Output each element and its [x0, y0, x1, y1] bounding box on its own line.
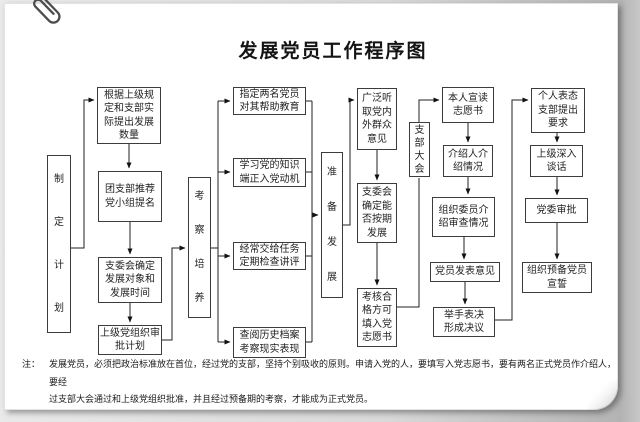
box-oath-ceremony: 组织预备党员 宣誓 [522, 262, 592, 293]
box-committee-set-targets: 支委会确定 发展对象和 发展时间 [98, 257, 162, 303]
box-assign-tasks-review: 经常交给任务 定期检查讲评 [233, 242, 306, 270]
box-league-recommend: 团支部推荐 党小组提名 [98, 171, 162, 222]
box-party-committee-approve: 党委审批 [525, 198, 588, 223]
box-higher-level-talk: 上级深入 谈话 [530, 145, 583, 177]
footnote-text: 发展党员，必须把政治标准放在首位，经过党的支部，坚持个别吸收的原则。申请入党的人… [49, 359, 617, 404]
footnote: 注： 发展党员，必须把政治标准放在首位，经过党的支部，坚持个别吸收的原则。申请入… [22, 356, 618, 409]
box-seek-opinions: 广泛听 取党内 外群众 意见 [357, 88, 397, 150]
box-learn-party-knowledge: 学习党的知识 端正入党动机 [233, 158, 306, 187]
box-check-archives: 查阅历史档案 考察现实表现 [233, 327, 306, 358]
box-introducers-present: 介绍人介 绍情况 [443, 145, 493, 177]
box-personal-statement: 个人表态 支部提出 要求 [531, 88, 585, 133]
paperclip-icon [30, 0, 61, 24]
box-read-application: 本人宣读 志愿书 [442, 87, 494, 123]
box-higher-approve-plan: 上级党组织审 批计划 [98, 325, 162, 355]
box-org-committee-report: 组织委员介 绍审查情况 [432, 197, 495, 237]
phase-cultivate: 考 察 培 养 [188, 177, 211, 318]
footnote-prefix: 注： [22, 359, 41, 369]
phase-make-plan: 制 定 计 划 [47, 155, 71, 333]
page-title: 发展党员工作程序图 [238, 41, 428, 62]
phase-branch-meeting: 支 部 大 会 [409, 122, 430, 177]
phase-prepare-development: 准 备 发 展 [321, 152, 343, 298]
box-fill-application-after-assessment: 考核合 格方可 填入党 志愿书 [357, 288, 397, 347]
box-committee-confirm-schedule: 支委会 确定能 否按期 发展 [357, 183, 397, 243]
box-propose-quantity: 根据上级规 定和支部实 际提出发展 数量 [97, 87, 161, 144]
box-members-comment: 党员发表意见 [430, 262, 500, 282]
box-assign-two-members: 指定两名党员 对其帮助教育 [233, 87, 306, 115]
box-vote-resolution: 举手表决 形成决议 [433, 307, 495, 337]
